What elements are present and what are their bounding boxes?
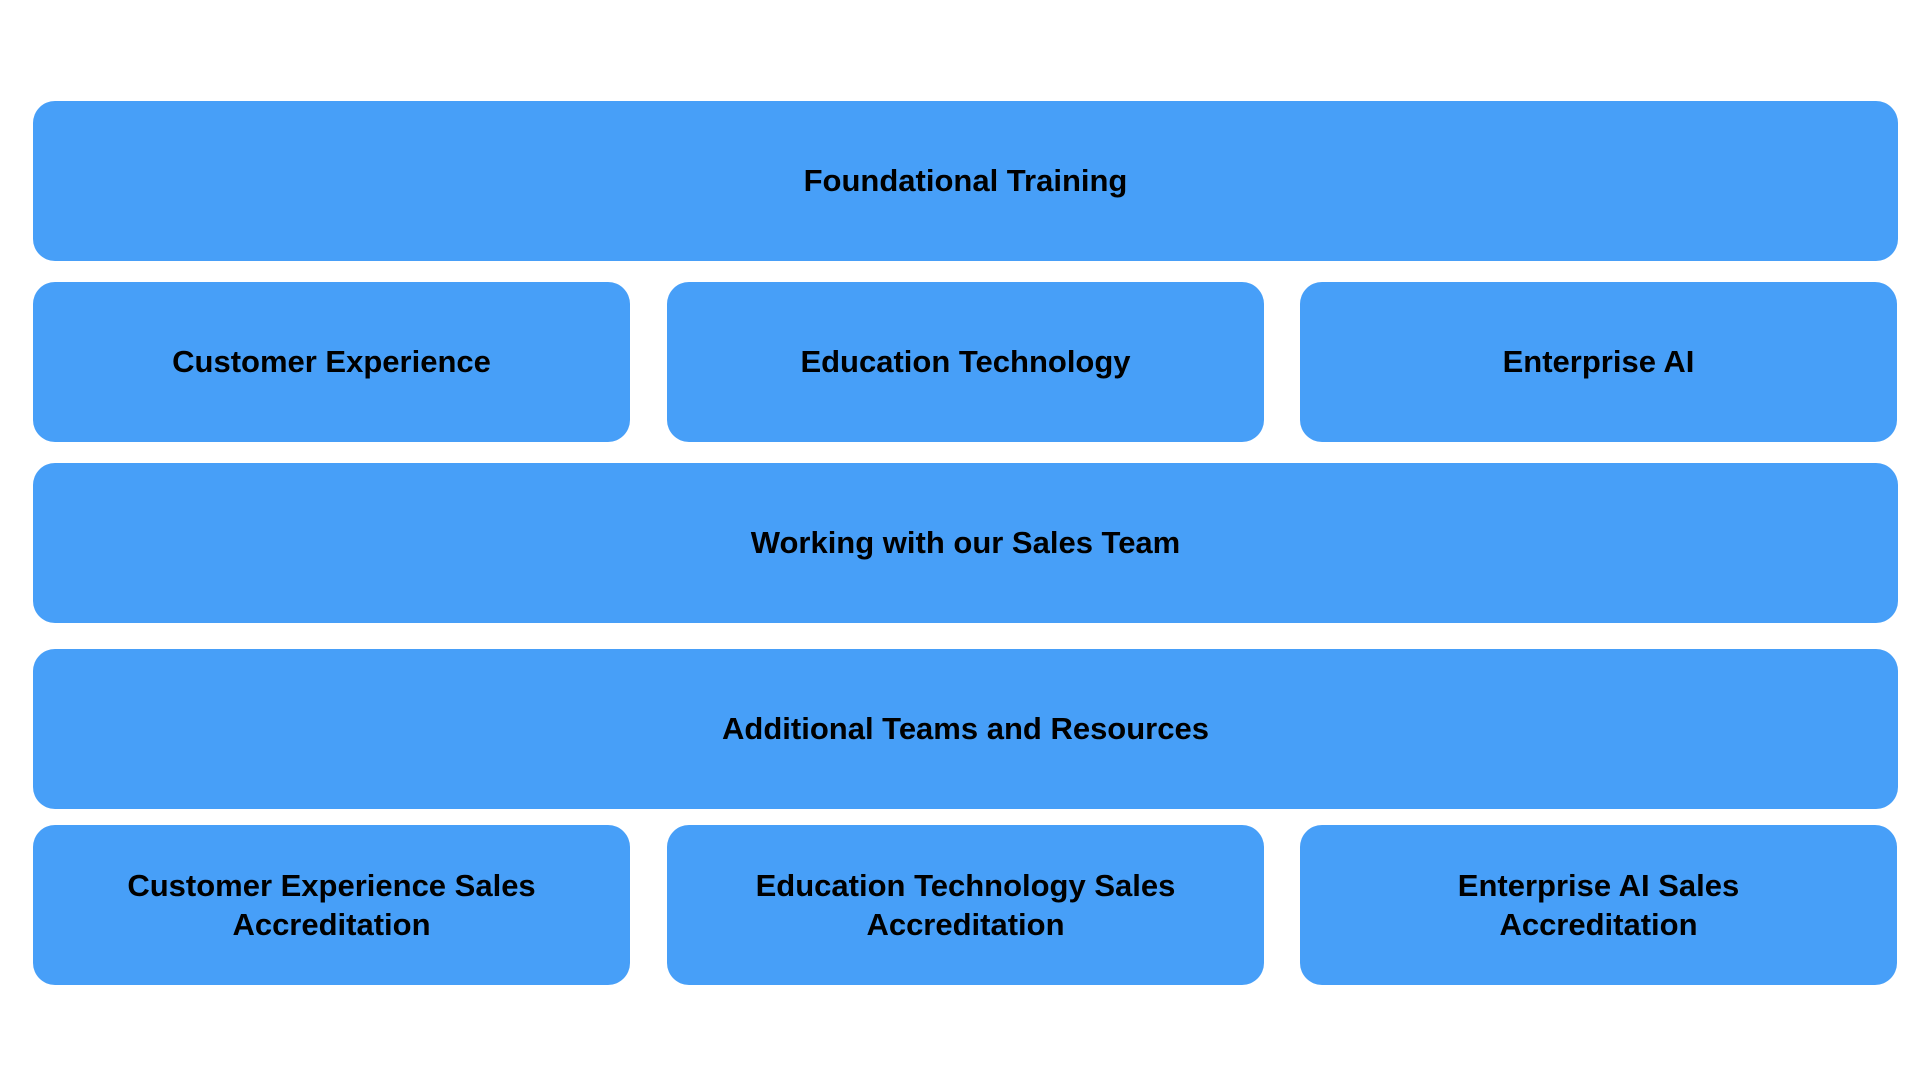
accreditation-line2: Accreditation bbox=[232, 907, 431, 942]
accreditation-line1: Education Technology Sales bbox=[755, 867, 1176, 903]
accreditation-education-technology-text: Education Technology Sales Accreditation bbox=[756, 866, 1176, 945]
track-enterprise-ai-block[interactable]: Enterprise AI bbox=[1300, 282, 1897, 442]
foundational-training-label: Foundational Training bbox=[803, 163, 1128, 199]
accreditation-line1: Customer Experience Sales bbox=[127, 867, 536, 903]
accreditation-line2: Accreditation bbox=[866, 907, 1065, 942]
accreditation-customer-experience-text: Customer Experience Sales Accreditation bbox=[127, 866, 535, 945]
accreditation-enterprise-ai-block[interactable]: Enterprise AI Sales Accreditation bbox=[1300, 825, 1897, 985]
track-customer-experience-label: Customer Experience bbox=[172, 344, 491, 380]
track-education-technology-block[interactable]: Education Technology bbox=[667, 282, 1264, 442]
accreditation-line2: Accreditation bbox=[1499, 907, 1698, 942]
track-education-technology-label: Education Technology bbox=[800, 344, 1131, 380]
sales-team-label: Working with our Sales Team bbox=[750, 525, 1181, 561]
track-enterprise-ai-label: Enterprise AI bbox=[1502, 344, 1695, 380]
additional-resources-label: Additional Teams and Resources bbox=[722, 711, 1209, 747]
sales-team-block[interactable]: Working with our Sales Team bbox=[33, 463, 1898, 623]
accreditation-line1: Enterprise AI Sales bbox=[1457, 867, 1740, 903]
foundational-training-block[interactable]: Foundational Training bbox=[33, 101, 1898, 261]
accreditation-enterprise-ai-text: Enterprise AI Sales Accreditation bbox=[1458, 866, 1739, 945]
accreditation-education-technology-block[interactable]: Education Technology Sales Accreditation bbox=[667, 825, 1264, 985]
additional-resources-block[interactable]: Additional Teams and Resources bbox=[33, 649, 1898, 809]
track-customer-experience-block[interactable]: Customer Experience bbox=[33, 282, 630, 442]
accreditation-customer-experience-block[interactable]: Customer Experience Sales Accreditation bbox=[33, 825, 630, 985]
